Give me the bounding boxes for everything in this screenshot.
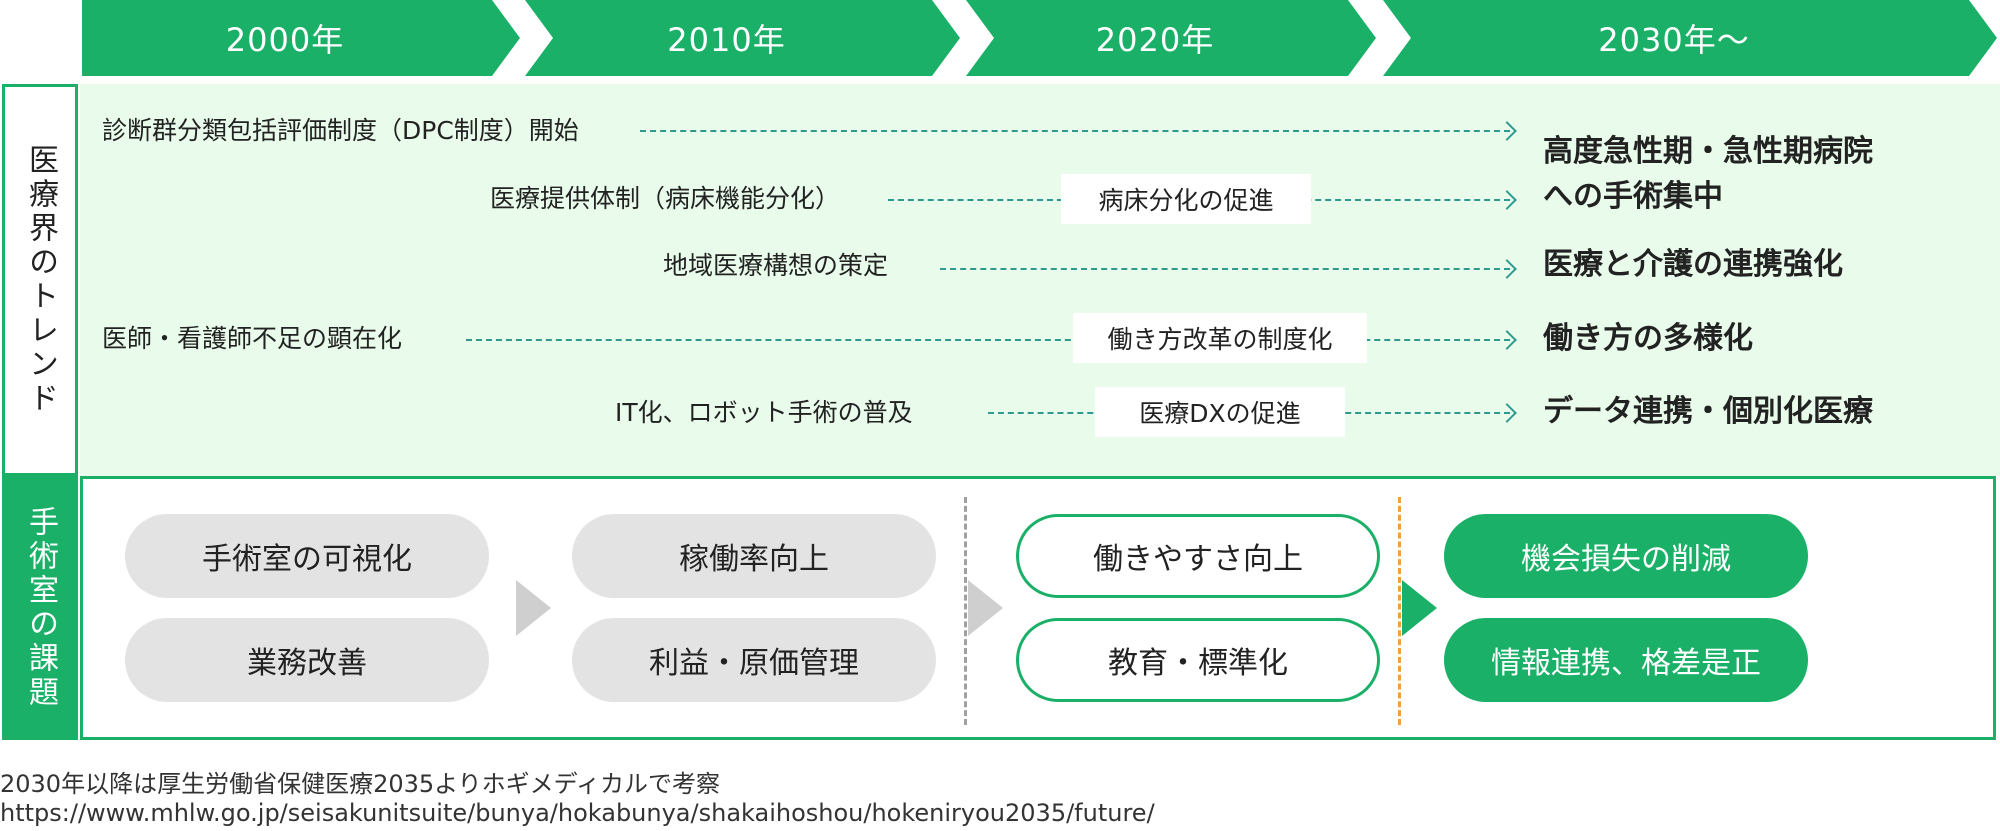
timeline-chevron-2010: 2010年 [525, 0, 960, 76]
trend-milestone-bed-differentiation: 病床分化の促進 [1061, 174, 1311, 224]
source-note: 2030年以降は厚生労働省保健医療2035よりホギメディカルで考察 [0, 770, 720, 798]
trend-row-label-it-robotics: IT化、ロボット手術の普及 [615, 398, 913, 427]
tasks-section-title: 手術室の課題 [23, 506, 58, 710]
trend-connector-line [940, 268, 1510, 270]
task-pill: 働きやすさ向上 [1016, 514, 1380, 598]
task-pill: 稼働率向上 [572, 514, 936, 598]
trend-row-label-staff-shortage: 医師・看護師不足の顕在化 [102, 324, 403, 353]
era-divider-orange [1398, 497, 1401, 725]
tasks-section-label: 手術室の課題 [2, 476, 78, 740]
period-label: 2030年〜 [1598, 21, 1750, 59]
task-pill: 教育・標準化 [1016, 618, 1380, 702]
trend-connector-line [466, 339, 1510, 341]
trends-panel [80, 84, 2000, 476]
era-divider-gray [964, 497, 967, 725]
triangle-right-icon [516, 580, 551, 636]
trend-row-label-care-delivery: 医療提供体制（病床機能分化） [490, 184, 841, 213]
task-pill: 利益・原価管理 [572, 618, 936, 702]
period-label: 2020年 [1095, 21, 1215, 59]
trend-result-surgery-concentration-1: 高度急性期・急性期病院 [1543, 134, 1873, 169]
task-pill: 業務改善 [125, 618, 489, 702]
trend-result-work-diversification: 働き方の多様化 [1543, 321, 1753, 356]
period-label: 2000年 [225, 21, 345, 59]
timeline-chevron-2000: 2000年 [82, 0, 520, 76]
task-pill: 手術室の可視化 [125, 514, 489, 598]
trend-connector-line [640, 130, 1510, 132]
period-label: 2010年 [667, 21, 786, 59]
trend-row-label-dpc: 診断群分類包括評価制度（DPC制度）開始 [102, 116, 579, 145]
triangle-right-icon [968, 580, 1003, 636]
triangle-right-icon [1402, 580, 1437, 636]
trend-result-care-collaboration: 医療と介護の連携強化 [1543, 247, 1843, 282]
trend-milestone-work-reform: 働き方改革の制度化 [1073, 313, 1367, 363]
task-pill: 機会損失の削減 [1444, 514, 1808, 598]
trend-result-surgery-concentration-2: への手術集中 [1543, 179, 1723, 214]
source-url: https://www.mhlw.go.jp/seisakunitsuite/b… [0, 799, 1155, 827]
trends-section-label: 医療界のトレンド [2, 84, 78, 476]
trend-result-data-personalized: データ連携・個別化医療 [1543, 394, 1873, 429]
trends-section-title: 医療界のトレンド [23, 144, 58, 416]
task-pill: 情報連携、格差是正 [1444, 618, 1808, 702]
trend-milestone-medical-dx: 医療DXの促進 [1095, 387, 1345, 437]
trend-row-label-regional-plan: 地域医療構想の策定 [663, 251, 889, 280]
timeline-chevron-2020: 2020年 [966, 0, 1376, 76]
timeline-chevron-2030: 2030年〜 [1383, 0, 1997, 76]
